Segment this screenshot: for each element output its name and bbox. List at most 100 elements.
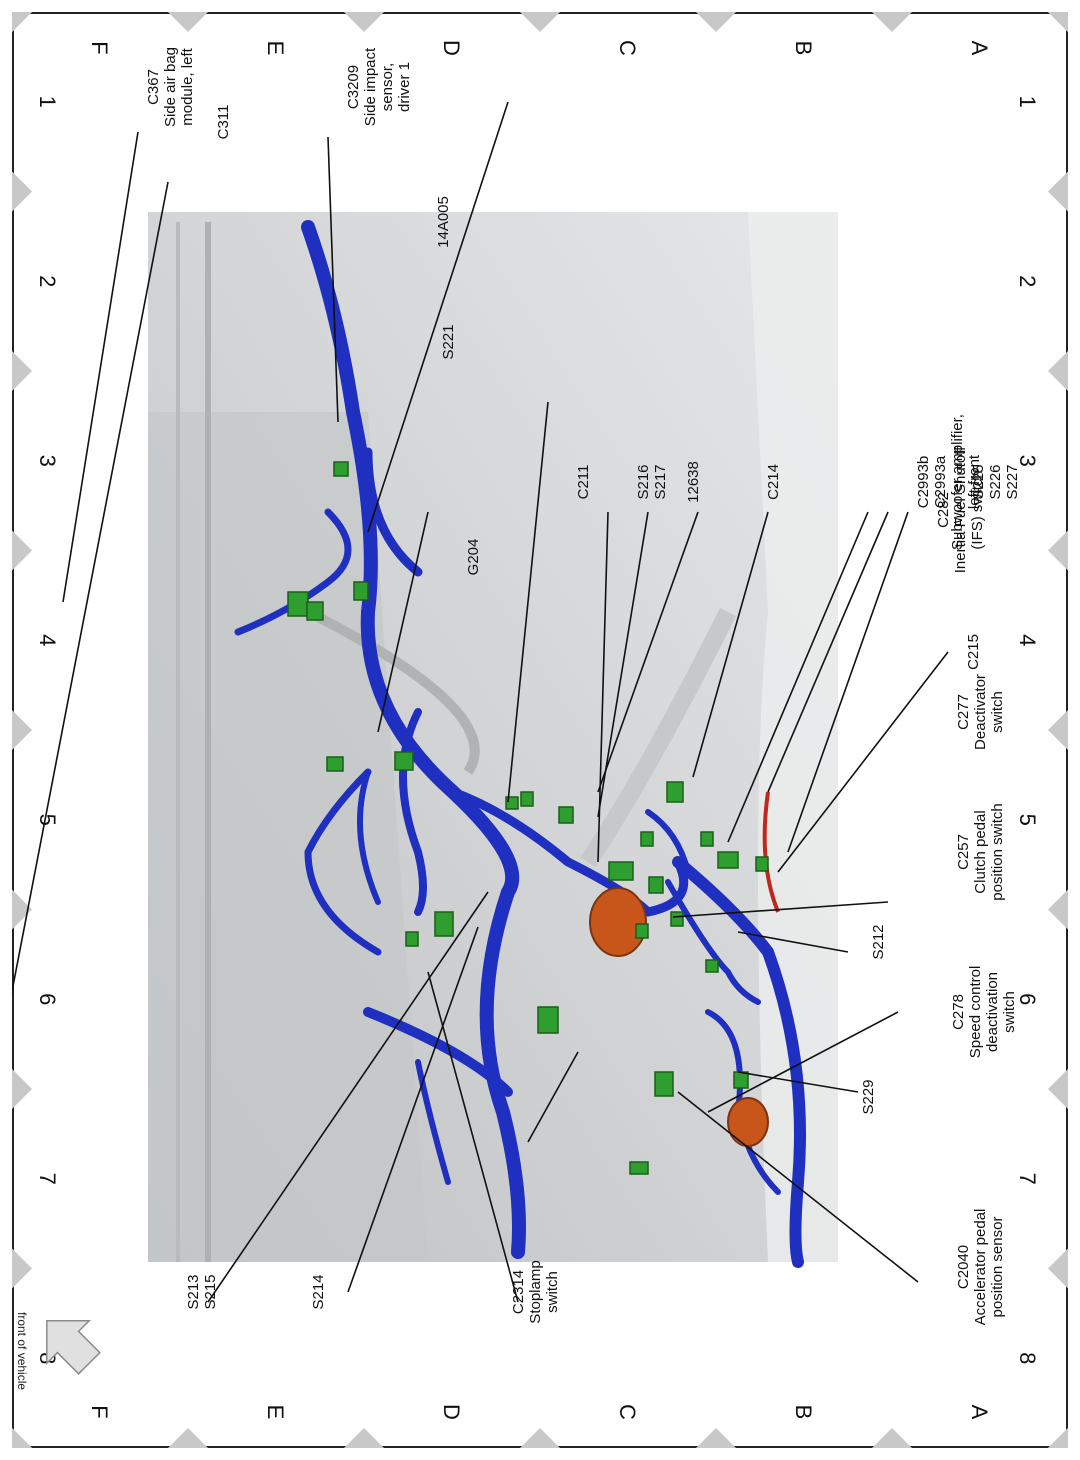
grid-col-label: 3 — [35, 455, 60, 467]
callout-line: C2314 — [510, 1270, 527, 1314]
callout-line: (IFS) switch — [969, 470, 986, 549]
callout-line: S215 — [202, 1274, 219, 1309]
callout-c282: C282Inertia Fuel Shutoff(IFS) switch — [935, 446, 986, 573]
callout-s212: S212 — [870, 924, 887, 959]
callout-line: Speed control — [967, 966, 984, 1059]
callout-line: S213 — [185, 1274, 202, 1309]
callout-line: deactivation — [984, 972, 1001, 1052]
callout-text: C311 — [215, 105, 232, 140]
callout-line: C3209 — [345, 65, 362, 109]
callout-line: C367 — [145, 69, 162, 105]
callout-line: S227 — [1004, 464, 1021, 499]
callout-line: C277 — [955, 694, 972, 730]
grid-tick — [520, 1428, 560, 1448]
callout-s229: S229 — [860, 1079, 877, 1114]
grid-row-label: E — [263, 1405, 288, 1420]
grid-col-label: 6 — [35, 993, 60, 1005]
callout-text: C215 — [965, 634, 982, 670]
callout-text: C3209Side impactsensor,driver 1 — [345, 47, 413, 126]
grid-tick — [1048, 1069, 1068, 1109]
callout-text: 12638 — [685, 461, 702, 503]
grid-col-label: 1 — [1015, 96, 1040, 108]
callout-line: S221 — [440, 324, 457, 359]
callout-line: position switch — [989, 803, 1006, 901]
callout-s214: S214 — [310, 1274, 327, 1309]
grid-tick — [520, 12, 560, 32]
diagram-frame: 1122334455667788AABBCCDDEEFF — [12, 12, 1068, 1448]
callout-c278: C278Speed controldeactivationswitch — [950, 966, 1018, 1059]
callout-line: Clutch pedal — [972, 810, 989, 893]
callout-line: Accelerator pedal — [972, 1209, 989, 1326]
callout-text: G204 — [465, 539, 482, 576]
callout-text: C282Inertia Fuel Shutoff(IFS) switch — [935, 446, 986, 573]
callout-g204: G204 — [465, 539, 482, 576]
grid-col-label: 3 — [1015, 455, 1040, 467]
grid-col-label: 5 — [1015, 814, 1040, 826]
grid-tick — [12, 530, 32, 571]
grid-col-label: 6 — [1015, 993, 1040, 1005]
callout-line: S214 — [310, 1274, 327, 1309]
grid-tick — [344, 12, 384, 32]
grid-tick — [1048, 710, 1068, 750]
callout-line: C278 — [950, 994, 967, 1030]
callout-line: sensor, — [379, 63, 396, 111]
callout-c257: C257Clutch pedalposition switch — [955, 803, 1006, 901]
grid-tick — [872, 1428, 912, 1448]
grid-tick — [1048, 351, 1068, 391]
main-harness — [234, 220, 806, 1268]
grid-tick — [1048, 530, 1068, 571]
front-of-vehicle-arrow-icon — [46, 1320, 101, 1375]
callout-text: S225S226S227 — [970, 464, 1021, 499]
grommet — [589, 887, 647, 957]
callout-text: S221 — [440, 324, 457, 359]
callout-c214: C214 — [765, 464, 782, 500]
callout-line: Side air bag — [162, 47, 179, 127]
callout-text: C2314Stoplampswitch — [510, 1260, 561, 1323]
callout-text: S214 — [310, 1274, 327, 1309]
grid-row-label: F — [87, 41, 112, 54]
grid-tick — [168, 1428, 208, 1448]
grid-row-label: A — [967, 1405, 992, 1420]
callout-s225: S225S226S227 — [970, 464, 1021, 499]
grid-labels: 1122334455667788AABBCCDDEEFF — [35, 40, 1040, 1420]
front-of-vehicle-label: front of vehicle — [15, 1312, 29, 1390]
callout-s221: S221 — [440, 324, 457, 359]
callout-line: C214 — [765, 464, 782, 500]
grid-tick — [168, 12, 208, 32]
callout-line: S217 — [652, 464, 669, 499]
callout-line: S212 — [870, 924, 887, 959]
grid-tick — [696, 12, 736, 32]
grid-col-label: 4 — [35, 634, 60, 646]
callout-line: left front — [966, 454, 983, 509]
wiring-diagram: 1122334455667788AABBCCDDEEFF — [12, 12, 1068, 1448]
callout-line: switch — [1001, 991, 1018, 1033]
callout-line: C2993a — [932, 455, 949, 508]
callout-line: C282 — [935, 492, 952, 528]
grid-row-label: D — [439, 1404, 464, 1420]
callout-line: S229 — [860, 1079, 877, 1114]
callout-text: S213S215 — [185, 1274, 219, 1309]
grid-col-label: 2 — [1015, 275, 1040, 287]
grid-col-label: 7 — [1015, 1173, 1040, 1185]
callout-text: C367Side air bagmodule, left — [145, 47, 196, 127]
grid-tick — [12, 710, 32, 750]
grid-col-label: 5 — [35, 814, 60, 826]
callout-c215: C215 — [965, 634, 982, 670]
grid-tick — [872, 12, 912, 32]
grid-row-label: B — [791, 1405, 816, 1420]
callout-line: module, left — [179, 47, 196, 125]
grid-row-label: B — [791, 41, 816, 56]
callout-text: C211 — [575, 465, 592, 500]
callout-line: Side impact — [362, 47, 379, 126]
callout-line: 12638 — [685, 461, 702, 503]
grid-col-label: 8 — [1015, 1352, 1040, 1364]
callout-text: C278Speed controldeactivationswitch — [950, 966, 1018, 1059]
callout-line: G204 — [465, 539, 482, 576]
callout-line: switch — [544, 1271, 561, 1313]
grid-row-label: C — [615, 40, 640, 56]
grid-tick — [344, 1428, 384, 1448]
grid-tick — [12, 12, 32, 32]
callout-line: Deactivator — [972, 674, 989, 750]
floor-panel-image — [148, 212, 838, 1262]
callout-line: Subwoofer amplifier, — [949, 414, 966, 550]
